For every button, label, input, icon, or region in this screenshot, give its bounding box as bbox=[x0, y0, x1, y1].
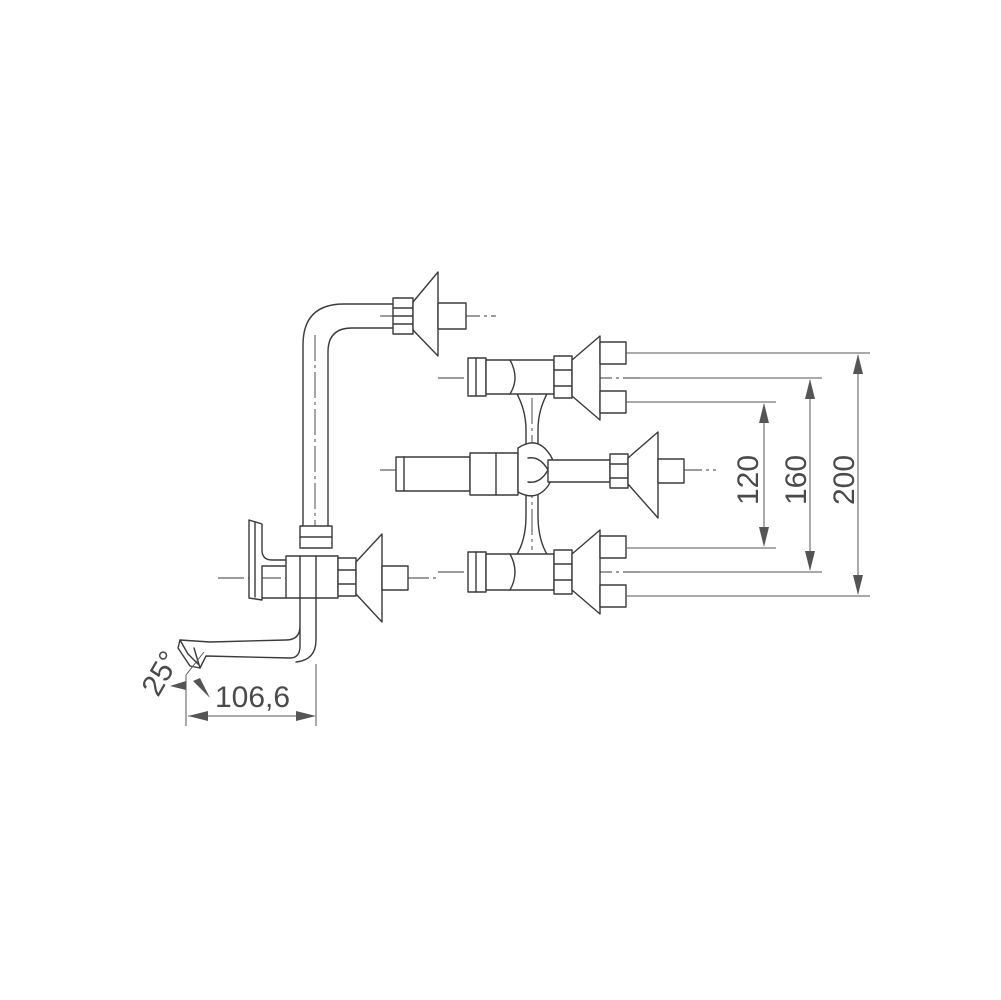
lower-inlet-flange bbox=[571, 529, 601, 615]
angle-arrow-left bbox=[170, 681, 186, 690]
plan-view bbox=[380, 335, 716, 615]
spout-angle-label: 25° bbox=[135, 646, 186, 702]
top-flange bbox=[412, 271, 439, 357]
dimension-200-label: 200 bbox=[828, 455, 861, 505]
middle-stub bbox=[657, 458, 685, 484]
mixer-body bbox=[285, 555, 339, 599]
middle-threaded-pipe bbox=[395, 456, 471, 492]
dimension-120-label: 120 bbox=[732, 455, 765, 505]
lower-inlet-stub-b bbox=[599, 584, 627, 608]
lower-inlet-pipe bbox=[485, 553, 555, 591]
riser-pipe-outer-wall bbox=[302, 303, 396, 529]
lower-inlet-stub-a bbox=[599, 535, 627, 559]
inlet-spacing-dimensions: 120 160 200 bbox=[626, 352, 870, 597]
side-hex-nut bbox=[337, 557, 357, 597]
side-flange bbox=[355, 533, 383, 623]
middle-coupling bbox=[469, 452, 519, 496]
side-view: 25° 106,6 bbox=[135, 271, 496, 726]
upper-inlet-threaded-end bbox=[467, 357, 487, 397]
top-connector-stub bbox=[437, 302, 467, 330]
angle-arrow-right bbox=[193, 678, 210, 698]
spout bbox=[177, 597, 301, 669]
lower-inlet-nut bbox=[553, 549, 573, 595]
lower-inlet-threaded-end bbox=[467, 551, 487, 593]
middle-flange bbox=[627, 431, 659, 519]
side-connector-stub bbox=[381, 565, 409, 591]
upper-inlet-pipe bbox=[485, 359, 555, 395]
upper-inlet-nut bbox=[553, 355, 573, 399]
upper-inlet-stub-b bbox=[599, 390, 627, 414]
upper-inlet-stub-a bbox=[599, 341, 627, 365]
upper-inlet-flange bbox=[571, 335, 601, 421]
dimension-160-label: 160 bbox=[780, 455, 813, 505]
spout-projection-label: 106,6 bbox=[215, 681, 290, 714]
riser-pipe-inner-wall bbox=[327, 327, 396, 529]
middle-hex-nut bbox=[609, 453, 629, 489]
middle-arm-pipe bbox=[547, 459, 611, 483]
lever-handle bbox=[248, 519, 301, 601]
